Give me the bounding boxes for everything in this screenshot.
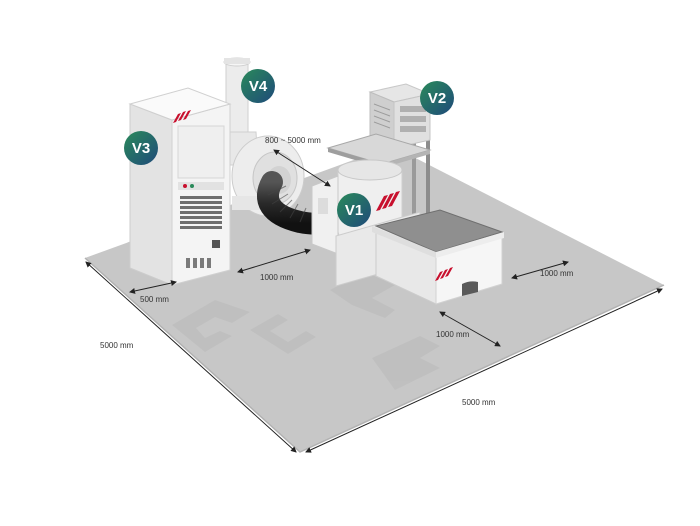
badge-v3-label: V3 — [132, 140, 150, 157]
cabinet-vents — [180, 196, 222, 229]
rack-vents — [373, 103, 391, 129]
badge-v3: V3 — [124, 131, 158, 165]
badge-v2: V2 — [420, 81, 454, 115]
dim-cabinet-gap: 1000 mm — [260, 273, 294, 282]
dim-floor-left: 5000 mm — [100, 341, 134, 350]
dim-table-right: 1000 mm — [540, 269, 574, 278]
dim-hose-length: 800 ~ 5000 mm — [265, 136, 321, 145]
brand-logo-icon — [376, 191, 400, 211]
badge-v4-label: V4 — [249, 78, 268, 95]
dim-cabinet-side: 500 mm — [140, 295, 169, 304]
rack-modules — [400, 106, 426, 132]
dimension-lines — [85, 149, 663, 453]
badge-v4: V4 — [241, 69, 275, 103]
badge-v2-label: V2 — [428, 90, 446, 107]
badge-v1-label: V1 — [345, 202, 363, 219]
slip-table — [372, 209, 504, 305]
brand-logo-icon — [173, 110, 191, 123]
control-cabinet — [128, 87, 232, 286]
dim-table-front: 1000 mm — [436, 330, 470, 339]
brand-logo-icon — [435, 267, 453, 281]
dim-floor-front: 5000 mm — [462, 398, 496, 407]
badge-v1: V1 — [337, 193, 371, 227]
